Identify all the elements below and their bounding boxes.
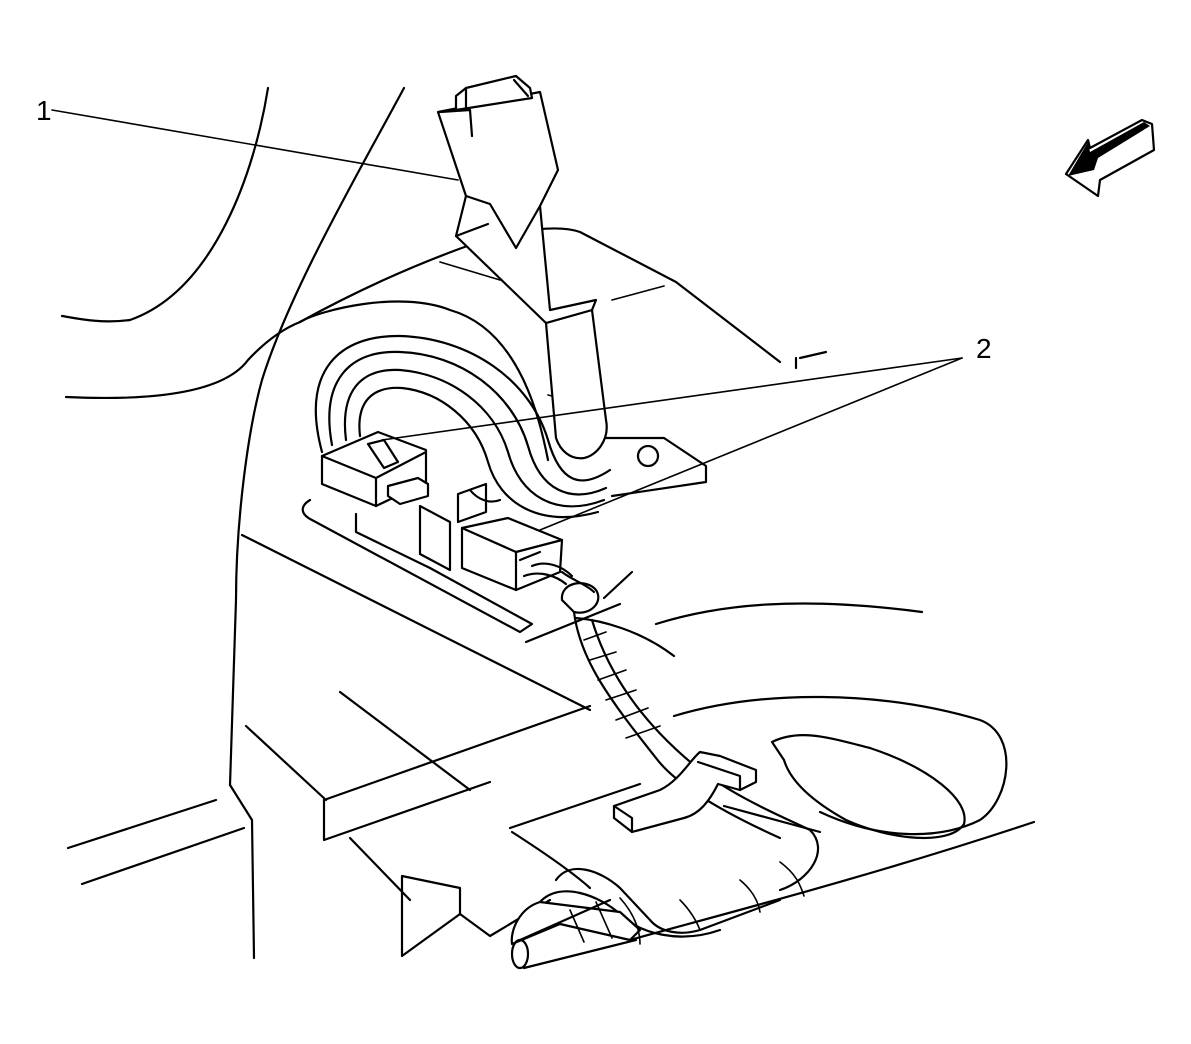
callout-2: 2 — [381, 333, 992, 531]
callout-1: 1 — [36, 95, 459, 181]
seat-belt-buckle — [436, 74, 608, 460]
wire-harness-lower — [510, 570, 820, 970]
bolt-hole-icon — [636, 444, 660, 468]
callout-label-1: 1 — [36, 95, 52, 126]
floor-tunnel-outline — [628, 602, 1036, 942]
electrical-connector-lower — [460, 516, 596, 594]
wire-harness-loop — [298, 300, 612, 519]
view-direction-arrow-icon — [1064, 118, 1156, 198]
body-panel-lines — [60, 86, 828, 960]
mounting-bracket — [301, 436, 708, 634]
callout-label-2: 2 — [976, 333, 992, 364]
electrical-connector-upper — [320, 430, 430, 508]
